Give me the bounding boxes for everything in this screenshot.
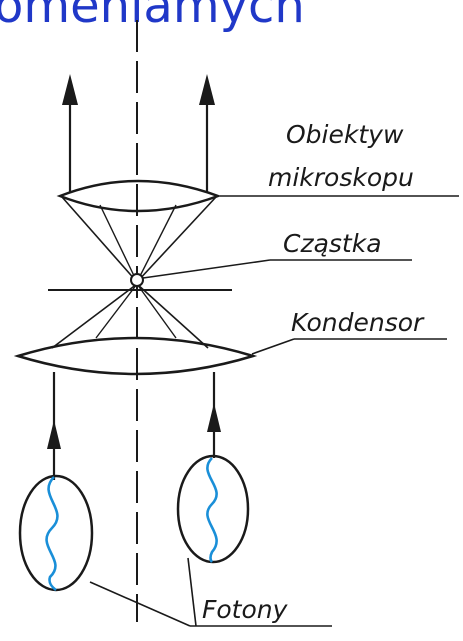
input-arrow-left	[47, 372, 61, 480]
output-arrow-right	[199, 74, 215, 193]
input-arrow-right	[207, 372, 221, 458]
leader-particle	[143, 260, 412, 278]
condenser-lens	[18, 338, 253, 374]
photon-right	[178, 456, 248, 562]
label-particle: Cząstka	[283, 229, 382, 258]
label-photons: Fotony	[202, 595, 289, 624]
label-objective-line2: mikroskopu	[268, 163, 414, 192]
label-condenser: Kondensor	[291, 308, 425, 337]
leader-condenser	[252, 339, 447, 354]
objective-lens	[60, 181, 218, 211]
photon-left	[20, 476, 92, 590]
particle-dot	[131, 274, 143, 286]
output-arrow-left	[62, 74, 78, 193]
label-objective-line1: Obiektyw	[286, 120, 404, 149]
